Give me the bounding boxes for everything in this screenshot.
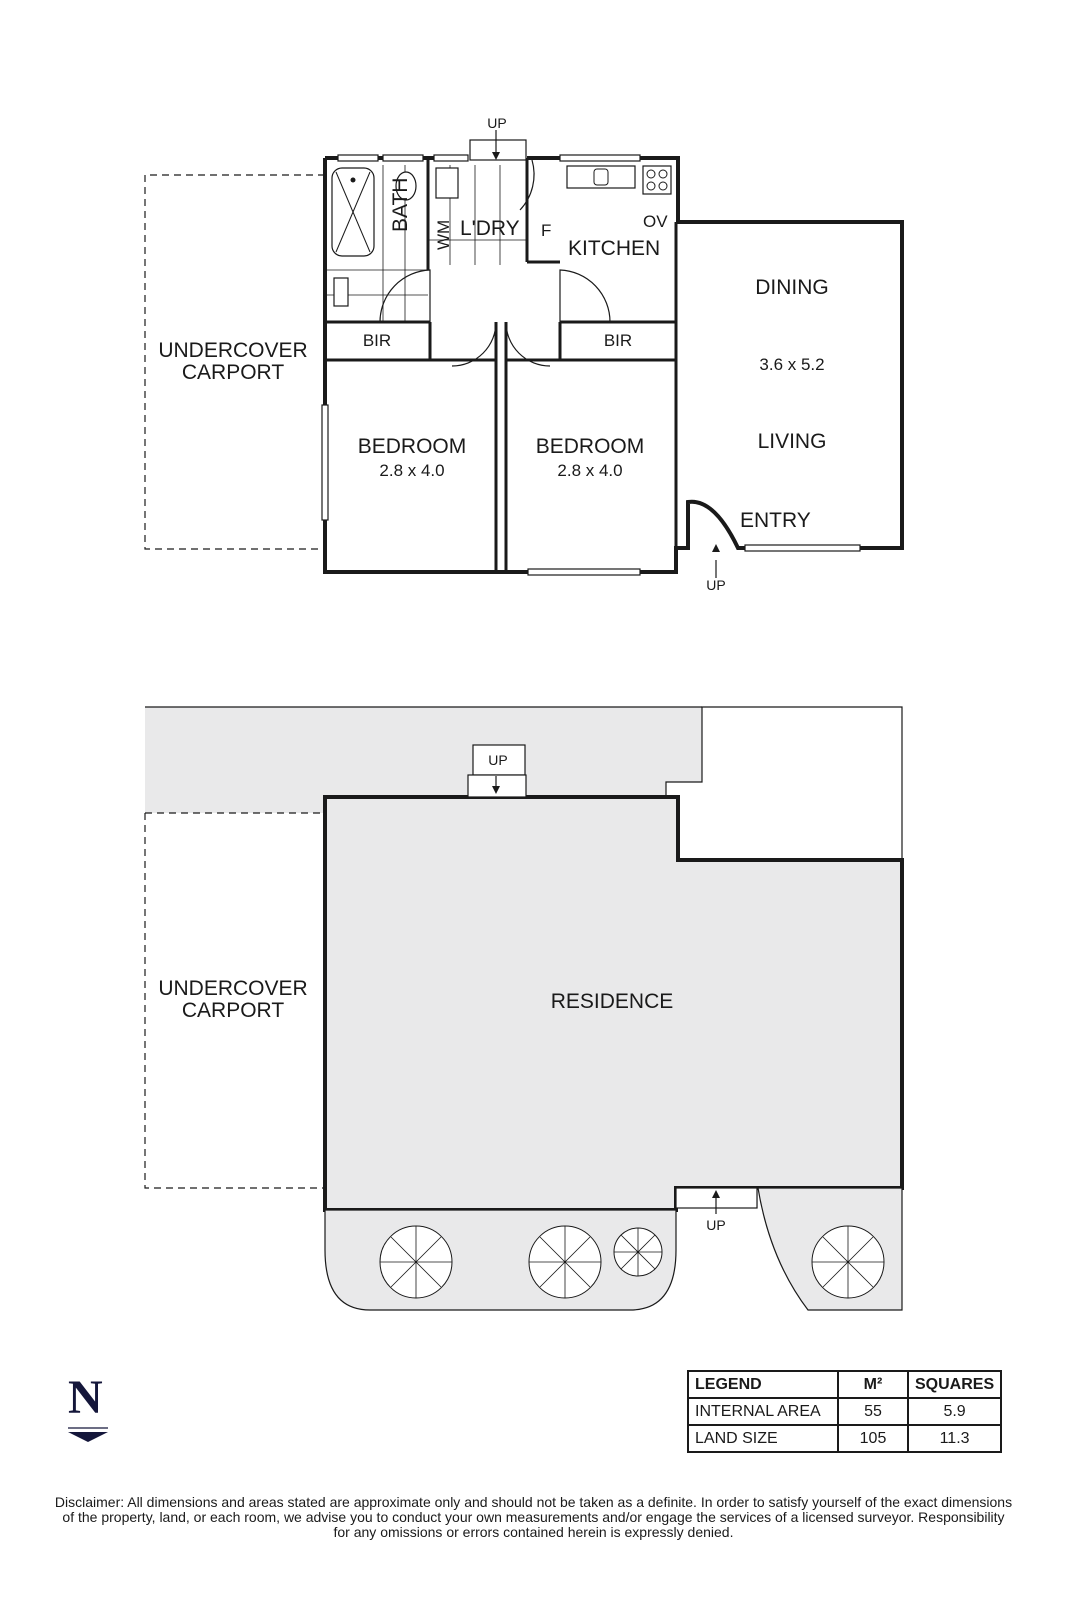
bedroom1-dimensions: 2.8 x 4.0 <box>379 461 445 480</box>
legend-header-m2: M² <box>837 1370 909 1399</box>
legend-header-row: LEGEND M² SQUARES <box>687 1370 1003 1399</box>
legend-row: LAND SIZE 105 11.3 <box>687 1424 1003 1453</box>
bedroom2-label: BEDROOM <box>535 435 645 458</box>
disclaimer-line-1: Disclaimer: All dimensions and areas sta… <box>54 1494 1013 1510</box>
oven-label: OV <box>643 212 668 231</box>
carport-label-line1: UNDERCOVER <box>158 339 308 362</box>
dining-label: DINING <box>755 276 829 299</box>
legend-row: INTERNAL AREA 55 5.9 <box>687 1397 1003 1426</box>
legend-row-label: INTERNAL AREA <box>687 1397 839 1426</box>
stair-up-label-entry: UP <box>706 577 726 593</box>
site-stair-up-label-top: UP <box>488 752 508 768</box>
bedroom2-dimensions: 2.8 x 4.0 <box>557 461 623 480</box>
site-carport-label-line2: CARPORT <box>181 999 285 1022</box>
bedroom1-label: BEDROOM <box>357 435 467 458</box>
carport-label-line2: CARPORT <box>181 361 285 384</box>
site-stair-up-label-bottom: UP <box>706 1217 726 1233</box>
disclaimer-line-2: of the property, land, or each room, we … <box>62 1509 1005 1525</box>
entry-label: ENTRY <box>740 509 811 532</box>
site-carport-label-line1: UNDERCOVER <box>158 977 308 1000</box>
disclaimer: Disclaimer: All dimensions and areas sta… <box>0 1495 1067 1540</box>
legend-row-m2: 105 <box>837 1424 909 1453</box>
laundry-label: L'DRY <box>460 217 520 240</box>
living-dimensions: 3.6 x 5.2 <box>759 355 825 374</box>
kitchen-label: KITCHEN <box>568 237 661 260</box>
legend-row-squares: 5.9 <box>906 1397 1003 1426</box>
area-legend-table: LEGEND M² SQUARES INTERNAL AREA 55 5.9 L… <box>687 1370 1003 1453</box>
bir-left-label: BIR <box>362 331 392 350</box>
fridge-label: F <box>541 221 552 240</box>
bath-label: BATH <box>389 177 412 232</box>
legend-row-label: LAND SIZE <box>687 1424 839 1453</box>
north-arrow-label: N <box>68 1371 103 1424</box>
legend-header-squares: SQUARES <box>906 1370 1003 1399</box>
disclaimer-line-3: for any omissions or errors contained he… <box>333 1524 734 1540</box>
legend-header-legend: LEGEND <box>687 1370 839 1399</box>
residence-label: RESIDENCE <box>550 990 674 1013</box>
living-label: LIVING <box>757 430 827 453</box>
washing-machine-label: WM <box>434 219 453 250</box>
legend-row-squares: 11.3 <box>906 1424 1003 1453</box>
stair-up-label-top: UP <box>487 115 507 131</box>
legend-row-m2: 55 <box>837 1397 909 1426</box>
bir-right-label: BIR <box>603 331 633 350</box>
